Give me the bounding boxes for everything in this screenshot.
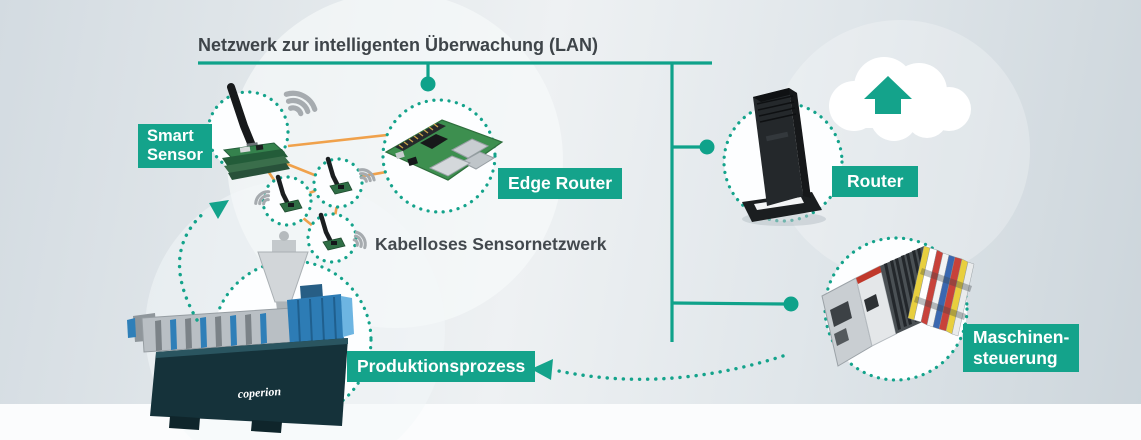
router-badge: Router bbox=[832, 166, 919, 197]
sensor-node-icon bbox=[325, 156, 353, 195]
arrowhead-icon bbox=[209, 200, 229, 219]
lan-branch-machine-control bbox=[671, 301, 786, 306]
smart-sensor-device-icon bbox=[222, 83, 290, 180]
production-process-badge: Produktionsprozess bbox=[347, 351, 536, 382]
wifi-signal-icon bbox=[352, 230, 367, 250]
highlight-circle bbox=[770, 20, 1030, 280]
raspberry-pi-icon bbox=[384, 119, 504, 181]
cloud-icon bbox=[829, 57, 971, 141]
smart-sensor-badge: Smart Sensor bbox=[138, 124, 212, 168]
machine-brand-text: coperion bbox=[237, 384, 282, 401]
mesh-link bbox=[287, 132, 397, 148]
plc-device-icon bbox=[821, 245, 975, 367]
lan-connector-dots bbox=[420, 76, 799, 312]
flow-arrows bbox=[177, 200, 785, 381]
arrow-control-to-production bbox=[552, 354, 785, 381]
connector-dot bbox=[699, 139, 715, 155]
lan-lines bbox=[198, 61, 786, 342]
arrowhead-icon bbox=[531, 359, 553, 380]
smart-sensor-badge-line2: Sensor bbox=[147, 146, 203, 164]
sensor-node-icon bbox=[275, 174, 303, 213]
arrow-production-to-sensors bbox=[177, 209, 208, 322]
machine-control-badge-line2: steuerung bbox=[973, 348, 1058, 368]
extruder-machine-icon: coperion bbox=[127, 231, 354, 433]
wifi-signal-icon bbox=[254, 190, 271, 206]
wifi-signal-icon bbox=[358, 168, 376, 183]
wifi-signal-icon bbox=[283, 90, 318, 117]
sensor-node-circle bbox=[306, 212, 358, 264]
wireless-sensor-network-label: Kabelloses Sensornetzwerk bbox=[375, 234, 607, 254]
diagram-title: Netzwerk zur intelligenten Überwachung (… bbox=[198, 35, 599, 55]
edge-router-badge: Edge Router bbox=[498, 168, 623, 199]
machine-control-badge: Maschinen- steuerung bbox=[963, 324, 1080, 372]
router-device-icon bbox=[742, 88, 826, 226]
connector-dot bbox=[783, 296, 799, 312]
connector-dot bbox=[420, 76, 436, 92]
smart-sensor-badge-line1: Smart bbox=[147, 127, 194, 145]
terminal-blocks bbox=[907, 245, 975, 337]
sensor-node-icon bbox=[318, 212, 346, 251]
machine-control-badge-line1: Maschinen- bbox=[973, 327, 1070, 347]
upload-arrow-icon bbox=[864, 76, 912, 114]
